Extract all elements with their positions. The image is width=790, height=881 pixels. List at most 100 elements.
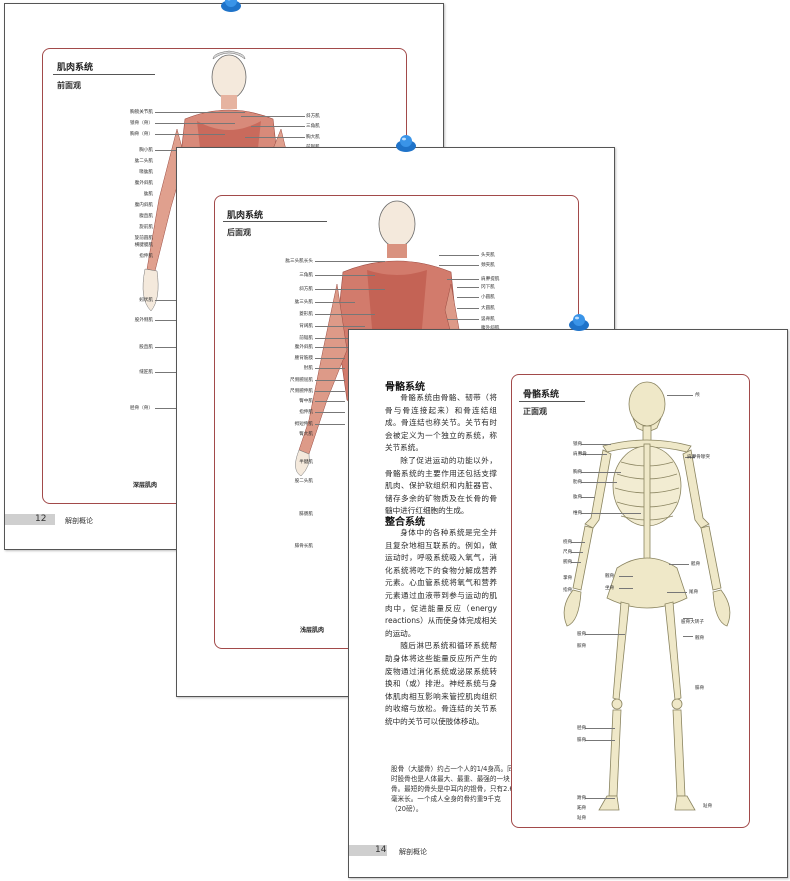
page13-leader bbox=[315, 358, 345, 359]
muscle-label: 腰背筋膜 bbox=[294, 356, 313, 361]
muscle-label: 肱三头肌 bbox=[294, 300, 313, 305]
skeleton-leader bbox=[581, 454, 607, 455]
muscle-label: 腓骨长肌 bbox=[294, 544, 313, 549]
muscle-label: 臀大肌 bbox=[299, 432, 313, 437]
muscle-label: 背阔肌 bbox=[299, 324, 313, 329]
skeleton-view-title: 正面观 bbox=[523, 407, 547, 416]
muscle-label: 颈夹肌 bbox=[481, 263, 495, 268]
muscle-label: 腹外斜肌 bbox=[481, 326, 499, 331]
page13-leader bbox=[315, 275, 375, 276]
skeleton-figure bbox=[563, 381, 731, 811]
bone-label: 胫骨 bbox=[577, 726, 587, 731]
muscle-label: 胸骨（骨） bbox=[130, 132, 153, 137]
bone-label: 骶骨 bbox=[691, 562, 701, 567]
page12-caption: 深层肌肉 bbox=[133, 482, 158, 489]
integration-paragraph-2: 随后淋巴系统和循环系统帮助身体将这些能量反应所产生的废物通过消化系统或泌尿系统转… bbox=[385, 641, 497, 726]
muscle-label: 指伸肌 bbox=[139, 254, 153, 259]
muscle-label: 旋前肌 bbox=[139, 225, 153, 230]
page12-view-title: 前面观 bbox=[57, 81, 81, 90]
page12-leader bbox=[245, 137, 305, 138]
skeletal-paragraph-1: 骨骼系统由骨骼、韧带（将骨与骨连接起来）和骨连结组成。骨连结也称关节。关节有时会… bbox=[385, 393, 497, 453]
bone-label: 指骨 bbox=[563, 588, 573, 593]
bone-label: 肋骨 bbox=[573, 480, 583, 485]
skeleton-leader bbox=[585, 740, 615, 741]
bone-label: 腕骨 bbox=[563, 560, 573, 565]
page13-leader bbox=[315, 302, 355, 303]
skeleton-leader bbox=[581, 472, 621, 473]
page12-leader bbox=[241, 116, 305, 117]
page13-leader bbox=[315, 380, 345, 381]
page13-leader bbox=[315, 368, 345, 369]
bone-label: 尾骨 bbox=[689, 590, 699, 595]
page13-leader bbox=[315, 314, 375, 315]
muscle-label: 小圆肌 bbox=[481, 295, 495, 300]
bone-label: 跖骨 bbox=[577, 806, 587, 811]
skeleton-leader bbox=[581, 497, 595, 498]
page12-leader bbox=[155, 347, 185, 348]
skeleton-leader bbox=[685, 457, 695, 458]
muscle-label: 竖脊肌 bbox=[481, 317, 495, 322]
page13-leader bbox=[315, 289, 385, 290]
page13-leader bbox=[315, 412, 345, 413]
muscle-label: 冈下肌 bbox=[481, 285, 495, 290]
skeleton-leader bbox=[571, 542, 585, 543]
skeleton-leader bbox=[585, 634, 625, 635]
femur-fact-note: 股骨（大腿骨）约占一个人的1/4身高。同时股骨也是人体最大、最重、最强的一块骨。… bbox=[391, 765, 514, 813]
pushpin-icon bbox=[569, 314, 589, 331]
bone-label: 趾骨 bbox=[703, 804, 713, 809]
page13-leader bbox=[457, 308, 479, 309]
page13-section-title: 肌肉系统 bbox=[227, 211, 264, 221]
muscle-label: 腹外斜肌 bbox=[294, 345, 313, 350]
page13-view-title: 后面观 bbox=[227, 228, 251, 237]
page12-leader bbox=[251, 126, 305, 127]
page12-footer-bar bbox=[5, 514, 55, 525]
integration-heading: 整合系统 bbox=[385, 517, 425, 528]
page14-footer-title: 解剖概论 bbox=[399, 848, 427, 856]
page13-leader bbox=[439, 255, 479, 256]
page-14: 骨骼系统 骨骼系统由骨骼、韧带（将骨与骨连接起来）和骨连结组成。骨连结也称关节。… bbox=[348, 329, 788, 878]
muscle-label: 胸大肌 bbox=[306, 135, 320, 140]
page13-leader bbox=[315, 347, 355, 348]
muscle-label: 尺侧腕屈肌 bbox=[290, 378, 313, 383]
page12-leader bbox=[155, 134, 225, 135]
muscle-label: 半腱肌 bbox=[299, 460, 313, 465]
page12-leader bbox=[155, 372, 185, 373]
muscle-label: 三角肌 bbox=[299, 273, 313, 278]
skeleton-panel-title: 骨骼系统 bbox=[523, 390, 560, 400]
page12-leader bbox=[155, 123, 235, 124]
muscle-label: 缝匠肌 bbox=[139, 370, 153, 375]
skeleton-leader bbox=[669, 564, 689, 565]
bone-label: 掌骨 bbox=[563, 576, 573, 581]
skeleton-leader bbox=[581, 513, 641, 514]
page12-leader bbox=[155, 112, 245, 113]
bone-label: 桡骨 bbox=[563, 540, 573, 545]
page13-leader bbox=[439, 265, 479, 266]
muscle-label: 肱三头肌长头 bbox=[285, 259, 313, 264]
muscle-label: 大圆肌 bbox=[481, 306, 495, 311]
muscle-label: 肩胛提肌 bbox=[481, 277, 500, 282]
muscle-label: 尺侧腕伸肌 bbox=[290, 389, 313, 394]
pushpin-icon bbox=[396, 135, 416, 152]
muscle-label: 胫骨（骨） bbox=[130, 406, 153, 411]
bone-label: 锁骨 bbox=[573, 442, 583, 447]
skeletal-paragraph-2: 除了促进运动的功能以外，骨骼系统的主要作用还包括支撑肌肉、保护软组织和内脏器官、… bbox=[385, 455, 497, 516]
page13-leader bbox=[315, 391, 345, 392]
muscle-label: 锁骨（骨） bbox=[130, 121, 153, 126]
bone-label: 颅 bbox=[695, 393, 700, 398]
page13-leader bbox=[447, 279, 479, 280]
bone-label: 胸骨 bbox=[573, 470, 583, 475]
skeleton-leader bbox=[571, 552, 583, 553]
page13-leader bbox=[315, 401, 345, 402]
bone-label: 股骨大转子 bbox=[681, 620, 704, 625]
muscle-label: 臀中肌 bbox=[299, 399, 313, 404]
muscle-label: 肘肌 bbox=[303, 366, 313, 371]
skeleton-leader bbox=[585, 728, 615, 729]
skeleton-title-rule bbox=[519, 401, 585, 402]
skeleton-leader bbox=[619, 588, 633, 589]
page12-title-rule bbox=[53, 74, 155, 75]
skeletal-text: 骨骼系统由骨骼、韧带（将骨与骨连接起来）和骨连结组成。骨连结也称关节。关节有时会… bbox=[385, 392, 497, 518]
page13-leader bbox=[315, 424, 345, 425]
muscle-label: 腓肠肌 bbox=[299, 512, 313, 517]
muscle-label: 胸小肌 bbox=[139, 148, 153, 153]
bone-label: 坐骨 bbox=[605, 586, 615, 591]
